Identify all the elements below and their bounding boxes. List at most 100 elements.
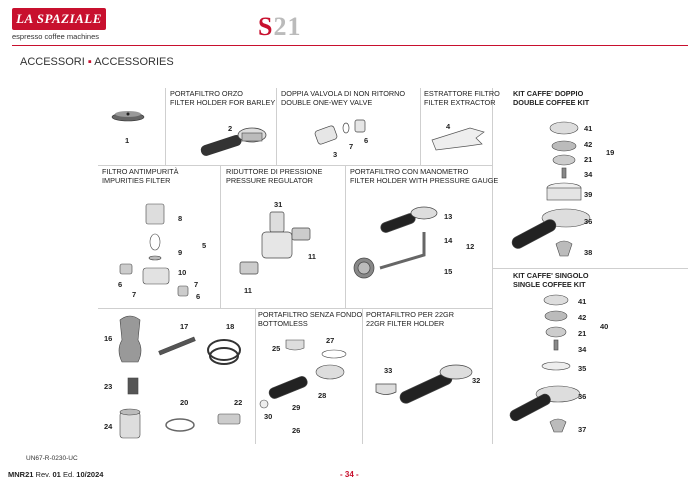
model-title: S21 [258,12,301,42]
grid-line [98,165,492,166]
part-number: 20 [180,398,189,407]
part-number: 21 [584,155,593,164]
grid-line [165,88,166,165]
header-divider [12,45,688,46]
part-number: 6 [196,292,201,301]
part-number: 7 [132,290,137,299]
model-letter: S [258,12,274,41]
part-number: 36 [578,392,587,401]
part-number: 38 [584,248,593,257]
part-number: 35 [578,364,587,373]
part-number: 28 [318,391,327,400]
part-number: 19 [606,148,615,157]
part-number: 41 [584,124,593,133]
document-code: UN67-R-0230-UC [26,455,78,462]
rev-value: 01 [52,470,61,479]
part-number: 17 [180,322,189,331]
part-pressure-regulator-drawing [239,211,311,275]
part-number: 7 [349,142,354,151]
part-number: 42 [578,313,587,322]
ed-label: Ed. [62,470,75,479]
part-number: 39 [584,190,593,199]
part-misc-drawing [119,377,241,439]
part-number: 2 [228,124,233,133]
grid-line [276,88,277,165]
grid-line [345,165,346,308]
part-gauge-holder-drawing [353,206,438,279]
grid-line [362,308,363,444]
part-number: 30 [264,412,273,421]
grid-line [492,268,688,269]
part-number: 42 [584,140,593,149]
footer-info: MNR21 Rev. 01 Ed. 10/2024 [8,470,103,479]
part-number: 12 [466,242,475,251]
part-number: 6 [364,136,369,145]
part-number: 5 [202,241,207,250]
part-number: 31 [274,200,283,209]
part-double-kit-drawing [511,121,591,257]
grid-line [255,308,256,444]
part-number: 36 [584,217,593,226]
part-number: 16 [104,334,113,343]
brand-tagline: espresso coffee machines [12,32,99,41]
part-bottomless-drawing [259,339,347,409]
part-number: 15 [444,267,453,276]
part-number: 29 [292,403,301,412]
part-number: 22 [234,398,243,407]
part-number: 33 [384,366,393,375]
manual-id: MNR21 [8,470,34,479]
grid-line [98,308,492,309]
part-number: 24 [104,422,113,431]
grid-line [420,88,421,165]
part-number: 3 [333,150,338,159]
edition-value: 10/2024 [76,470,104,479]
part-number: 6 [118,280,123,289]
part-valve-drawing [314,119,366,145]
part-number: 8 [178,214,183,223]
part-number: 11 [244,286,252,295]
part-tools-drawing [118,315,241,365]
part-number: 23 [104,382,113,391]
section-title-it: ACCESSORI [20,56,85,68]
model-number: 21 [273,12,302,41]
part-number: 41 [578,297,587,306]
part-holder22-drawing [375,364,473,404]
section-title: ACCESSORI ▪ ACCESSORIES [20,56,174,68]
part-number: 13 [444,212,453,221]
grid-line [220,165,221,308]
part-number: 26 [292,426,301,435]
part-impurities-filter-drawing [119,203,189,297]
part-number: 10 [178,268,187,277]
part-number: 14 [444,236,453,245]
section-title-en: ACCESSORIES [94,56,174,68]
part-number: 34 [578,345,587,354]
grid-line [492,88,493,444]
part-number: 25 [272,344,281,353]
part-cap-drawing [111,111,145,122]
part-single-kit-drawing [509,294,581,433]
section-separator: ▪ [87,56,92,68]
part-number: 40 [600,322,609,331]
part-number: 4 [446,122,451,131]
part-barley-holder-drawing [200,127,267,156]
part-number: 21 [578,329,587,338]
part-number: 18 [226,322,235,331]
part-number: 11 [308,252,316,261]
brand-logo: LA SPAZIALE [12,8,106,30]
part-extractor-drawing [431,127,485,151]
part-number: 9 [178,248,183,257]
rev-label: Rev. [35,470,51,479]
part-number: 1 [125,136,130,145]
part-number: 37 [578,425,587,434]
